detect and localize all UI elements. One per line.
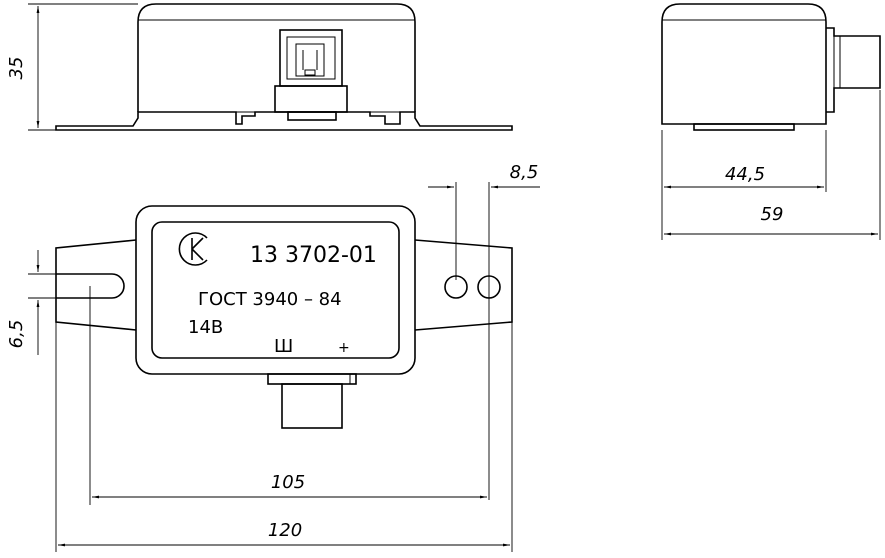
manufacturer-logo-icon — [178, 232, 208, 266]
front-plan-view — [55, 205, 513, 429]
dim-120: 120 — [55, 322, 513, 552]
dim-8-5: 8,5 — [428, 162, 540, 500]
terminal-w-label: Ш — [274, 336, 293, 357]
side-view — [661, 3, 881, 131]
dim-height-35: 35 — [6, 3, 138, 131]
connector-front — [281, 383, 343, 429]
dim-8-5-text: 8,5 — [510, 162, 539, 183]
dim-35-text: 35 — [6, 57, 27, 80]
dim-44-5-text: 44,5 — [725, 164, 765, 185]
dim-6-5-text: 6,5 — [6, 320, 27, 349]
model-label: 13 3702-01 — [250, 243, 377, 268]
dim-105-text: 105 — [271, 472, 305, 493]
connector-top — [279, 29, 343, 87]
dim-105: 105 — [89, 286, 487, 505]
terminal-plus-label: + — [338, 340, 350, 356]
dim-59-text: 59 — [761, 204, 784, 225]
top-elevation-view — [55, 3, 513, 131]
standard-label: ГОСТ 3940 – 84 — [198, 289, 342, 310]
dim-44-5: 44,5 — [661, 130, 827, 240]
label-plate — [151, 221, 400, 359]
voltage-label: 14В — [188, 317, 223, 338]
dim-120-text: 120 — [268, 520, 302, 541]
mount-slot — [56, 273, 125, 299]
dim-6-5: 6,5 — [6, 250, 56, 355]
dim-59: 59 — [664, 90, 881, 240]
